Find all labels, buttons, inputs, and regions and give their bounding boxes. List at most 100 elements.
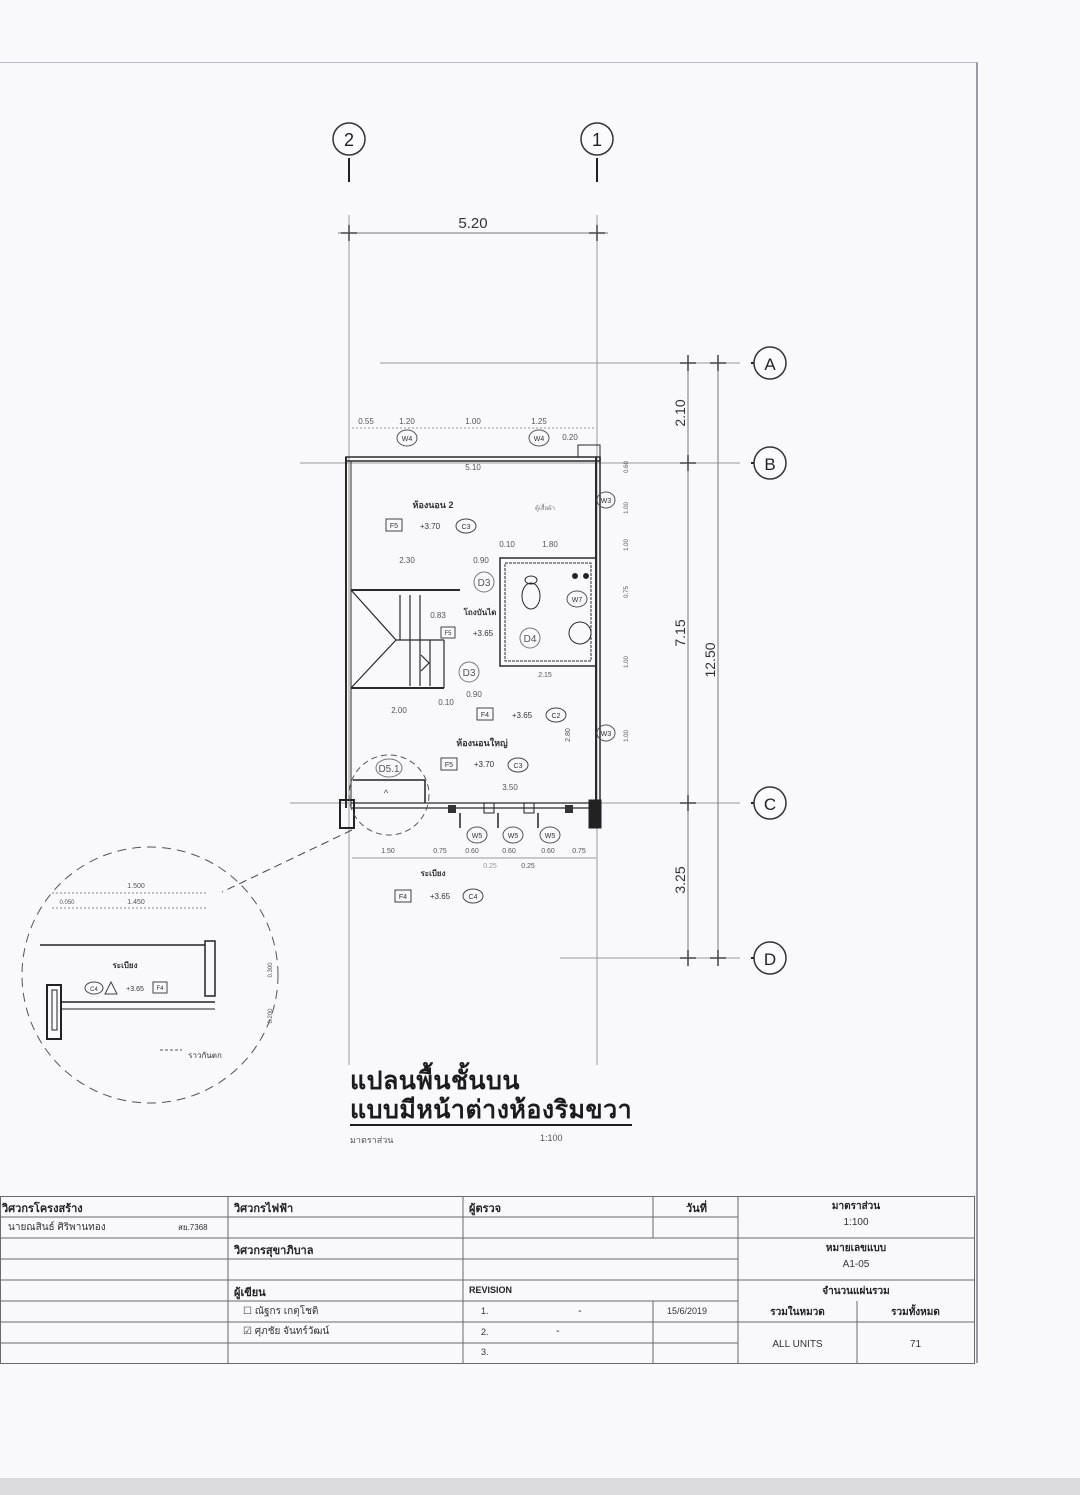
drafter-label: ผู้เขียน <box>234 1287 266 1299</box>
drafter-2-name: ศุภชัย จันทร์วัฒน์ <box>254 1326 330 1337</box>
revision-label: REVISION <box>469 1285 513 1295</box>
electrical-engineer-label: วิศวกรไฟฟ้า <box>234 1203 294 1215</box>
svg-text:0.60: 0.60 <box>541 848 555 855</box>
svg-text:0.75: 0.75 <box>433 848 447 855</box>
svg-text:0.25: 0.25 <box>483 863 497 870</box>
title-block: วิศวกรโครงสร้าง นายณสินธ์ ศิริพานทอง สย.… <box>0 1196 975 1364</box>
svg-text:ห้องนอนใหญ่: ห้องนอนใหญ่ <box>456 737 508 749</box>
bathroom-dimensions: 0.10 1.80 2.15 <box>499 540 558 679</box>
svg-text:F4: F4 <box>399 894 407 901</box>
svg-text:1.00: 1.00 <box>465 417 481 426</box>
svg-text:C4: C4 <box>90 987 98 993</box>
svg-text:0.55: 0.55 <box>358 417 374 426</box>
svg-text:A: A <box>764 355 776 374</box>
svg-text:W4: W4 <box>402 436 413 443</box>
svg-text:D3: D3 <box>463 668 476 679</box>
room-balcony: ระเบียง F4 +3.65 C4 <box>394 868 484 904</box>
grid-bubble-1: 1 <box>580 122 614 156</box>
bathroom <box>499 557 597 667</box>
svg-text:1.00: 1.00 <box>624 730 630 742</box>
svg-text:W5: W5 <box>508 833 519 840</box>
svg-text:0.60: 0.60 <box>502 848 516 855</box>
svg-text:1.50: 1.50 <box>381 848 395 855</box>
svg-text:1.00: 1.00 <box>624 502 630 514</box>
svg-text:0.300: 0.300 <box>268 962 274 978</box>
sheet-count-label: จำนวนแผ่นรวม <box>822 1286 890 1297</box>
svg-text:2.10: 2.10 <box>672 399 688 426</box>
svg-text:5.10: 5.10 <box>465 463 481 472</box>
structural-engineer-label: วิศวกรโครงสร้าง <box>2 1203 83 1215</box>
front-dimensions: 1.50 0.75 0.60 0.60 0.60 0.75 0.25 0.25 <box>352 848 596 870</box>
revision-1-no: 1. <box>481 1306 489 1316</box>
svg-text:F5: F5 <box>444 631 452 637</box>
window-tag-w5-1: W5 <box>466 826 488 844</box>
hall-dimensions: 2.30 0.90 0.83 <box>399 556 489 620</box>
svg-text:+3.70: +3.70 <box>420 522 441 531</box>
svg-text:ระเบียง: ระเบียง <box>421 868 446 878</box>
svg-text:3.25: 3.25 <box>672 866 688 893</box>
svg-text:0.200: 0.200 <box>268 1008 274 1024</box>
drafter-1: ☐ ณัฐกร เกตุโชติ <box>243 1304 318 1319</box>
svg-text:W5: W5 <box>472 833 483 840</box>
svg-text:0.10: 0.10 <box>499 540 515 549</box>
sheet-number: A1-05 <box>842 1259 870 1270</box>
lower-hall-dimensions: 2.00 0.90 0.10 <box>391 690 482 715</box>
svg-text:F4: F4 <box>156 986 164 992</box>
svg-text:F5: F5 <box>445 762 453 769</box>
lower-floor-tag: F4 +3.65 C2 <box>476 707 567 723</box>
window-tag-w5-3: W5 <box>539 826 561 844</box>
svg-text:W5: W5 <box>545 833 556 840</box>
svg-text:2.80: 2.80 <box>565 728 572 742</box>
svg-text:1.80: 1.80 <box>542 540 558 549</box>
svg-text:0.83: 0.83 <box>430 611 446 620</box>
svg-text:0.10: 0.10 <box>438 698 454 707</box>
svg-text:+3.65: +3.65 <box>473 629 494 638</box>
svg-text:D4: D4 <box>524 634 537 645</box>
drafter-2: ☑ ศุภชัย จันทร์วัฒน์ <box>243 1324 329 1339</box>
checkbox-checked-icon: ☑ <box>243 1326 252 1337</box>
svg-text:C4: C4 <box>469 894 478 901</box>
door-tag-d3-upper: D3 <box>473 571 495 593</box>
sheet-border <box>0 62 978 1363</box>
revision-1-date: 15/6/2019 <box>667 1306 708 1316</box>
svg-text:ระเบียง: ระเบียง <box>113 960 138 970</box>
grid-bubble-a: A <box>753 346 787 380</box>
sheet-number-label: หมายเลขแบบ <box>825 1243 887 1254</box>
structural-engineer-name: นายณสินธ์ ศิริพานทอง <box>8 1222 106 1233</box>
svg-text:W3: W3 <box>601 731 612 738</box>
svg-text:1.25: 1.25 <box>531 417 547 426</box>
svg-text:ห้องนอน 2: ห้องนอน 2 <box>413 500 454 510</box>
svg-text:1.00: 1.00 <box>624 656 630 668</box>
door-tag-d4: D4 <box>519 627 541 649</box>
svg-text:C2: C2 <box>552 713 561 720</box>
top-opening-dimensions: 0.55 1.20 1.00 1.25 0.20 5.10 <box>352 417 596 472</box>
side-dimensions: 0.60 1.00 1.00 0.75 1.00 1.00 <box>624 461 630 742</box>
svg-text:C3: C3 <box>462 524 471 531</box>
floor-plan-drawing: 2 1 A B C D 5.20 <box>21 122 787 1104</box>
svg-text:0.60: 0.60 <box>624 461 630 473</box>
svg-text:0.90: 0.90 <box>466 690 482 699</box>
svg-text:+3.70: +3.70 <box>474 760 495 769</box>
grid-bubble-c: C <box>753 786 787 820</box>
overall-width-dimension: 5.20 <box>338 215 608 241</box>
total-value: 71 <box>909 1339 922 1350</box>
svg-text:1: 1 <box>592 130 602 150</box>
svg-text:0.75: 0.75 <box>572 848 586 855</box>
staircase <box>350 589 460 689</box>
total-label: รวมทั้งหมด <box>891 1307 940 1318</box>
window-tag-w4-right: W4 <box>528 429 550 447</box>
svg-text:1.00: 1.00 <box>624 539 630 551</box>
svg-text:0.050: 0.050 <box>59 900 75 906</box>
svg-text:W4: W4 <box>534 436 545 443</box>
svg-text:0.20: 0.20 <box>562 433 578 442</box>
svg-text:B: B <box>764 455 775 474</box>
svg-text:+3.65: +3.65 <box>126 986 144 993</box>
svg-text:ตู้เสื้อผ้า: ตู้เสื้อผ้า <box>535 502 555 512</box>
drafter-1-name: ณัฐกร เกตุโชติ <box>254 1306 319 1317</box>
grid-bubble-d: D <box>753 941 787 975</box>
svg-text:ราวกันตก: ราวกันตก <box>188 1051 222 1060</box>
title-block-grid <box>0 1196 975 1364</box>
scale-label: มาตราส่วน <box>831 1201 881 1212</box>
title-scale-value: 1:100 <box>540 1133 563 1143</box>
